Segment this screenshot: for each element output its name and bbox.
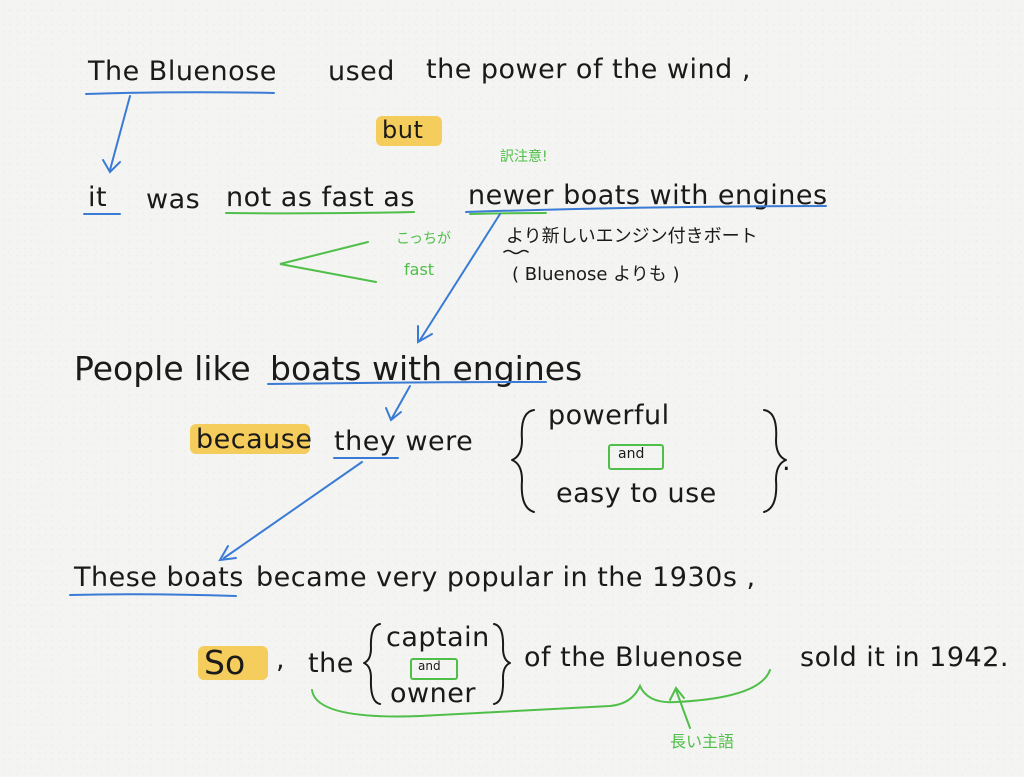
underline-not-as-fast-as: [225, 211, 415, 215]
and-box-1: [608, 444, 664, 470]
left-brace-1: [511, 409, 535, 513]
phrase-these-boats: These boats: [74, 562, 244, 593]
underline-these-boats: [69, 593, 237, 597]
arrowhead-these: [218, 545, 237, 562]
pronoun-it: it: [88, 182, 108, 213]
underline-newer-boats: [465, 205, 827, 213]
arrow-bluenose-to-it: [109, 95, 131, 171]
word-and-2: and: [418, 659, 441, 673]
gloss-japanese-line2: ( Bluenose よりも ): [512, 264, 680, 285]
subject-the-bluenose: The Bluenose: [88, 56, 277, 87]
word-was: was: [146, 184, 201, 215]
word-and-1: and: [618, 446, 645, 462]
note-translation-caution: 訳注意!: [500, 149, 548, 165]
arrowhead-it: [102, 159, 121, 174]
word-the: the: [308, 648, 354, 679]
arrow-they-to-these: [223, 461, 363, 559]
phrase-newer-boats-with-engines: newer boats with engines: [468, 180, 828, 211]
arrow-newer-to-boats: [419, 213, 501, 341]
underline-boats-with-engines: [267, 381, 547, 385]
comparison-wedge: [279, 241, 377, 283]
phrase-not-as-fast-as: not as fast as: [226, 182, 415, 213]
highlight-because: [190, 424, 310, 454]
highlight-so: [198, 646, 268, 680]
connector-so: So: [204, 643, 246, 682]
arrowhead-boats: [417, 325, 433, 344]
connector-but: but: [382, 116, 424, 144]
phrase-they-were: they were: [334, 426, 474, 457]
highlight-but: [376, 116, 442, 146]
phrase-sold-it: sold it in 1942.: [800, 642, 1009, 673]
phrase-boats-with-engines: boats with engines: [270, 349, 583, 388]
right-brace-1: [763, 409, 787, 513]
compare-note-line2: fast: [404, 260, 435, 279]
object-power-of-wind: the power of the wind ,: [426, 54, 751, 85]
compare-note-line1: こっちが: [396, 231, 452, 247]
arrow-boats-to-they: [391, 385, 411, 419]
and-box-2: [410, 658, 458, 680]
word-captain: captain: [386, 622, 490, 653]
period-mark: .: [782, 446, 792, 477]
word-powerful: powerful: [548, 400, 670, 431]
comma-mark: ,: [276, 644, 286, 675]
underline-newer: [469, 212, 547, 215]
note-long-subject: 長い主語: [670, 732, 735, 751]
gloss-japanese-line1: より新しいエンジン付きボート: [506, 226, 758, 247]
word-owner: owner: [390, 678, 476, 709]
left-brace-2: [363, 623, 381, 705]
wavy-underline-yori: [503, 249, 529, 255]
arrowhead-they: [385, 407, 402, 422]
phrase-of-the-bluenose: of the Bluenose: [524, 642, 744, 673]
phrase-easy-to-use: easy to use: [556, 478, 717, 509]
connector-because: because: [196, 424, 313, 455]
underline-the-bluenose: [85, 91, 275, 95]
right-brace-2: [493, 623, 511, 705]
arrow-long-subject: [675, 689, 691, 729]
verb-used: used: [328, 56, 395, 87]
arrowhead-long-subject: [669, 686, 685, 701]
phrase-people-like: People like: [74, 349, 251, 388]
long-subject-bracket: [311, 669, 771, 718]
phrase-became-popular: became very popular in the 1930s ,: [256, 562, 756, 593]
